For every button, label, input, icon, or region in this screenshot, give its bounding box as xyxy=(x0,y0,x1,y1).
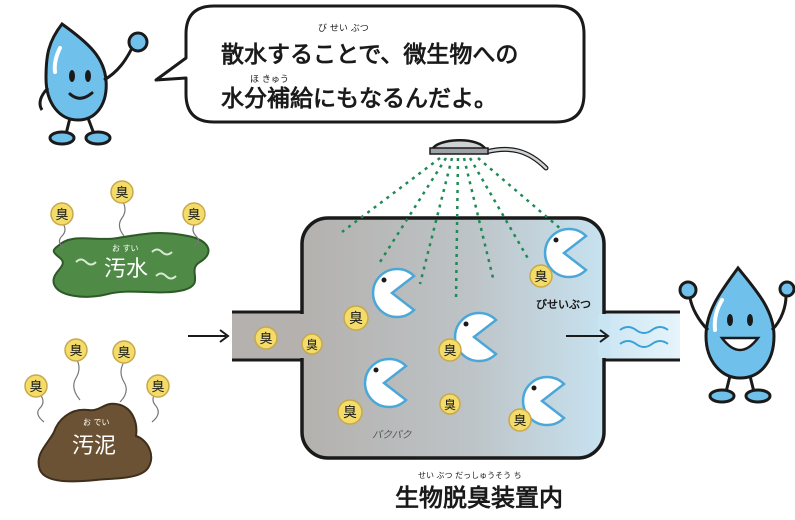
svg-text:臭: 臭 xyxy=(513,414,526,429)
odor-molecule: 臭 xyxy=(529,264,553,288)
odor-molecule: 臭 xyxy=(24,374,48,398)
wastewater-ruby: お すい xyxy=(112,244,139,253)
odor-molecule: 臭 xyxy=(182,202,206,226)
mascot-drop-happy xyxy=(678,265,795,404)
speech-line-1: 散水することで、微生物への xyxy=(221,41,518,68)
svg-text:臭: 臭 xyxy=(151,380,164,395)
odor-molecule: 臭 xyxy=(439,393,461,415)
svg-text:臭: 臭 xyxy=(29,380,42,395)
outlet-arrow xyxy=(566,329,610,343)
svg-text:臭: 臭 xyxy=(259,332,272,347)
odor-molecule: 臭 xyxy=(301,333,323,355)
speech-bubble: び せい ぶつ 散水することで、微生物への ほ きゅう 水分補給にもなるんだよ。 xyxy=(154,4,586,124)
odor-molecule: 臭 xyxy=(438,338,462,362)
odor-molecule: 臭 xyxy=(64,338,88,362)
microbe xyxy=(521,375,566,427)
odor-molecule: 臭 xyxy=(343,305,369,331)
svg-text:臭: 臭 xyxy=(349,311,363,327)
svg-text:臭: 臭 xyxy=(115,186,128,201)
munch-label: パクパク xyxy=(372,429,412,441)
svg-text:臭: 臭 xyxy=(69,344,82,359)
svg-text:臭: 臭 xyxy=(443,344,456,359)
ruby-hokyuu: ほ きゅう xyxy=(250,74,289,85)
svg-text:臭: 臭 xyxy=(55,208,68,223)
microbes-label: びせいぶつ xyxy=(536,297,591,311)
shower-head xyxy=(429,139,549,171)
svg-text:臭: 臭 xyxy=(444,397,456,412)
svg-text:臭: 臭 xyxy=(534,270,547,285)
odor-molecule: 臭 xyxy=(112,340,136,364)
odor-molecule: 臭 xyxy=(337,399,363,425)
odor-molecule: 臭 xyxy=(110,180,134,204)
microbe xyxy=(363,357,408,409)
svg-text:臭: 臭 xyxy=(187,208,200,223)
clean-air-waves xyxy=(619,326,669,348)
wastewater-pond: お すい 汚水 xyxy=(52,231,210,298)
odor-molecule: 臭 xyxy=(254,326,278,350)
mascot-drop-top xyxy=(38,21,149,146)
sludge-pile: お でい 汚泥 xyxy=(37,402,153,483)
microbe xyxy=(371,267,416,319)
sludge-ruby: お でい xyxy=(83,418,110,427)
odor-wastewater-group xyxy=(58,199,200,249)
diagram-title: 生物脱臭装置内 xyxy=(395,484,563,512)
inlet-arrow xyxy=(188,329,230,343)
odor-molecule: 臭 xyxy=(146,374,170,398)
water-spray xyxy=(341,157,563,301)
odor-sludge-group xyxy=(37,357,159,423)
svg-text:臭: 臭 xyxy=(343,405,357,421)
microbe xyxy=(543,227,588,279)
svg-text:臭: 臭 xyxy=(306,337,318,352)
speech-line-2: 水分補給にもなるんだよ。 xyxy=(221,85,497,112)
svg-text:臭: 臭 xyxy=(117,346,130,361)
title-ruby: せい ぶつ だっしゅうそう ち xyxy=(418,471,522,480)
sludge-label: 汚泥 xyxy=(72,434,116,459)
wastewater-label: 汚水 xyxy=(104,257,148,282)
ruby-biseibutsu: び せい ぶつ xyxy=(318,23,369,34)
odor-molecule: 臭 xyxy=(50,202,74,226)
odor-molecule: 臭 xyxy=(508,408,532,432)
